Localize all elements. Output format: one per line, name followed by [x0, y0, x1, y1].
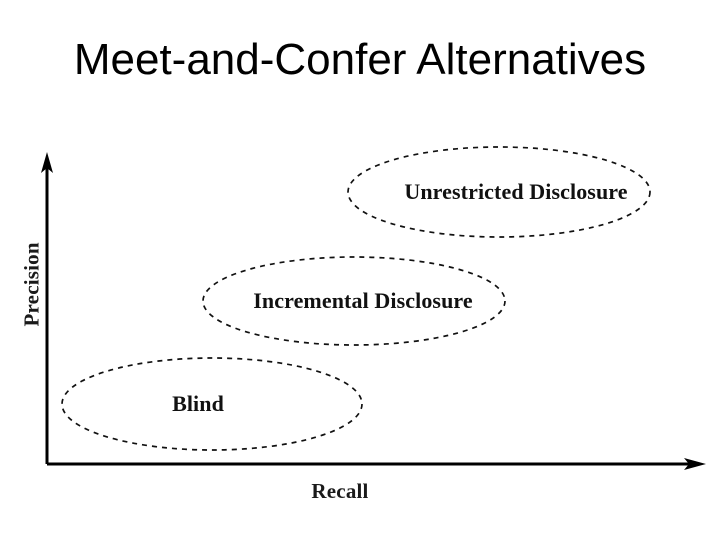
x-axis-arrowhead-icon	[684, 458, 706, 470]
page-title: Meet-and-Confer Alternatives	[73, 35, 647, 84]
region-label-incremental-disclosure: Incremental Disclosure	[253, 288, 473, 313]
region-ellipse-incremental-disclosure	[202, 256, 506, 346]
x-axis-label: Recall	[311, 479, 369, 503]
region-ellipse-blind	[61, 357, 363, 451]
y-axis-arrowhead-icon	[41, 152, 53, 173]
region-label-unrestricted-disclosure: Unrestricted Disclosure	[404, 179, 628, 204]
y-axis-label: Precision	[19, 242, 44, 327]
region-label-blind: Blind	[172, 391, 224, 416]
region-ellipse-unrestricted-disclosure	[347, 146, 651, 238]
